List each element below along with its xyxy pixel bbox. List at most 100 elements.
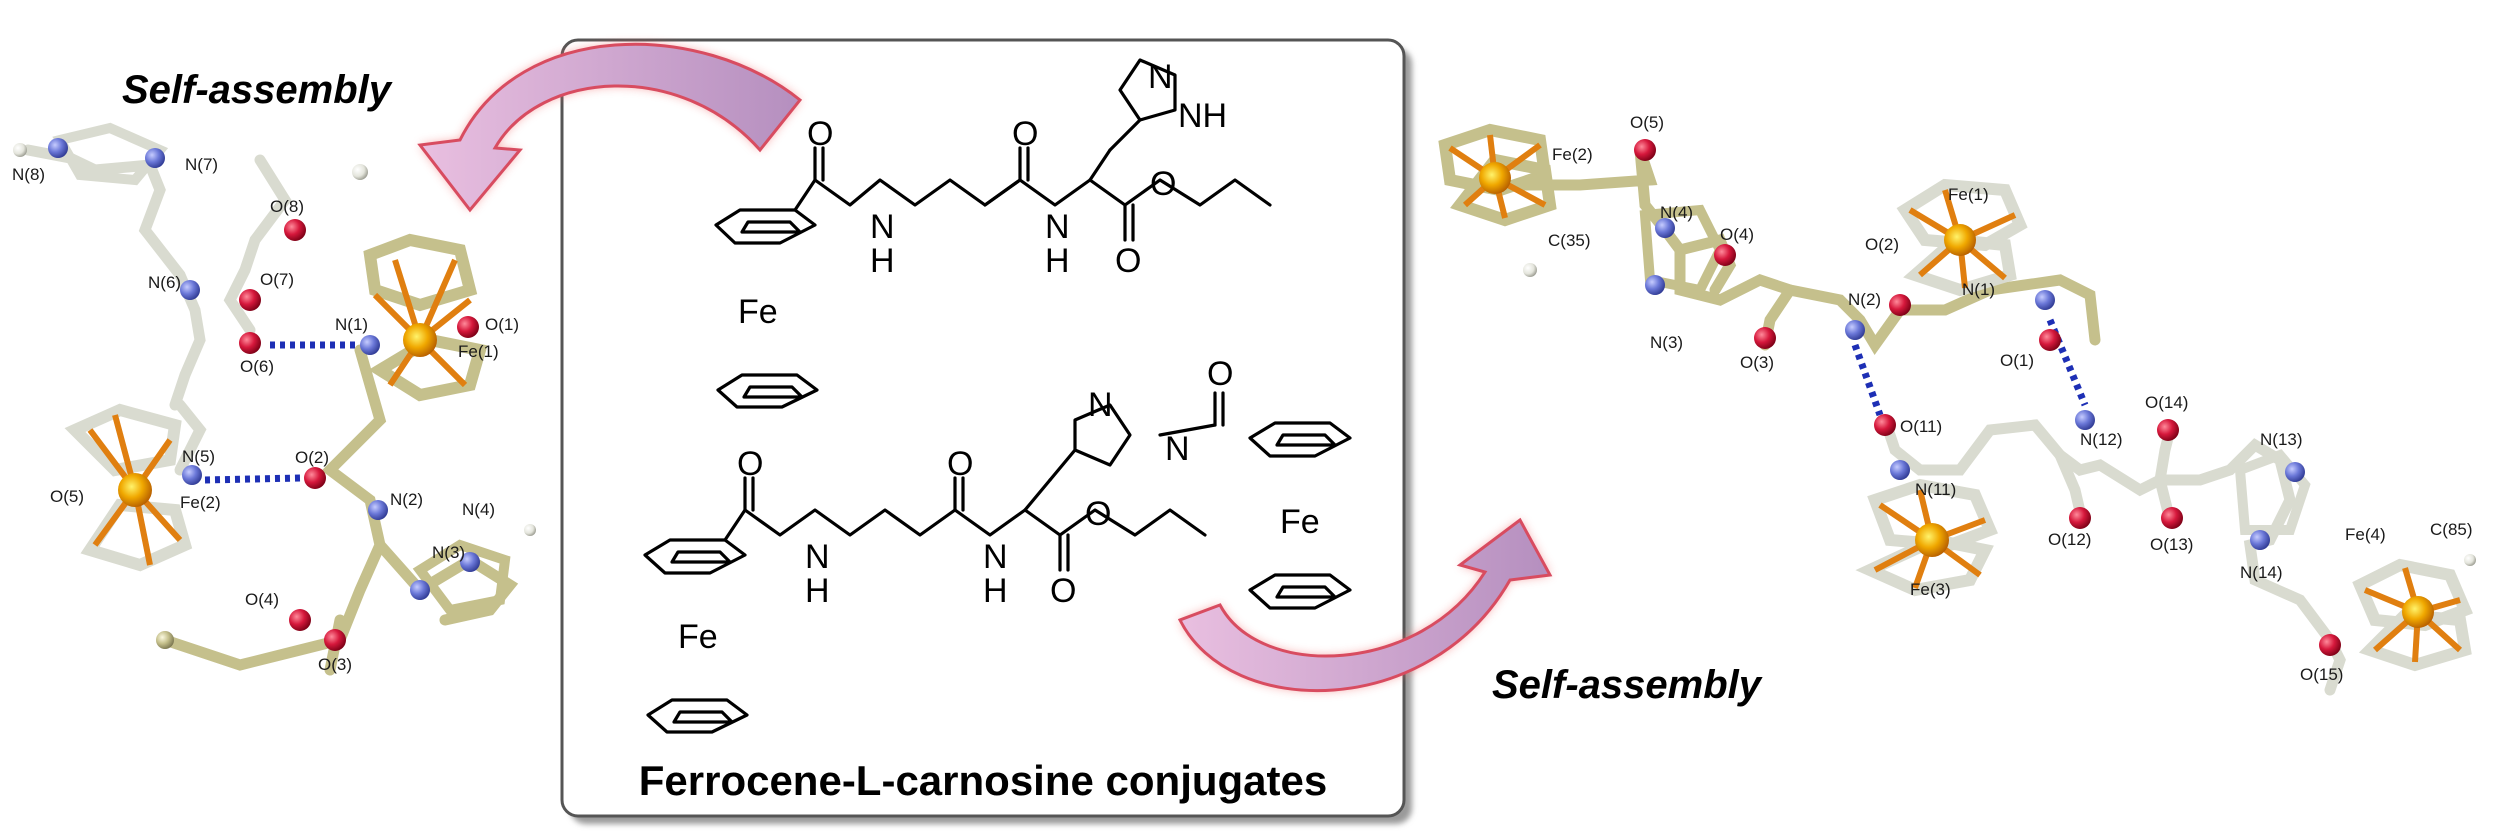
arrow-left-body: [417, 42, 803, 213]
o-label-2c: O: [1207, 355, 1233, 393]
right-label-fe3: Fe(3): [1910, 580, 1951, 599]
o-label-2e: O: [1085, 495, 1111, 533]
right-label-n3: N(3): [1650, 333, 1683, 352]
h-label-2b: H: [983, 572, 1008, 610]
left-label-n6: N(6): [148, 273, 181, 292]
right-labels: O(5) Fe(2) N(4) O(4) C(35) N(3) O(3) N(2…: [1548, 113, 2473, 684]
cp-ring-bottom-1-inner: [742, 385, 804, 399]
right-structure: O(5) Fe(2) N(4) O(4) C(35) N(3) O(3) N(2…: [1438, 113, 2476, 696]
right-label-n14: N(14): [2240, 563, 2283, 582]
imidazole-1: [1108, 58, 1177, 152]
right-imidazole-2: [2234, 449, 2311, 535]
n-label-2d: N: [1165, 430, 1190, 468]
right-fc3-ring-1: [1867, 478, 1998, 552]
right-atoms: [1523, 139, 2476, 656]
left-fc2-ring-top: [64, 403, 182, 477]
imidazole-2: [1048, 403, 1132, 482]
left-atoms: [13, 138, 536, 651]
o-label-1b: O: [1012, 115, 1038, 153]
right-label-n4: N(4): [1660, 203, 1693, 222]
left-structure: N(8) N(7) O(8) N(6) O(7) O(6) N(1) O(1) …: [12, 122, 536, 676]
left-imidazole-bottom: [412, 539, 511, 616]
h-label-2a: H: [805, 572, 830, 610]
o-label-2d: O: [1050, 572, 1076, 610]
left-stick-1: [22, 144, 206, 411]
right-label-n13: N(13): [2260, 430, 2303, 449]
cp-ring-bottom-3: [1248, 573, 1352, 610]
o-label-2a: O: [737, 445, 763, 483]
fe-label-3: Fe: [1280, 503, 1320, 541]
right-label-o5: O(5): [1630, 113, 1664, 132]
left-stick-3: [159, 344, 387, 671]
right-label-o4: O(4): [1720, 225, 1754, 244]
left-fe1-atom: [403, 323, 437, 357]
h-label-1b: H: [1045, 242, 1070, 280]
nh-label-1: NH: [1178, 97, 1227, 135]
right-ferrocene-4: [2352, 558, 2473, 672]
left-label-o5: O(5): [50, 487, 84, 506]
right-label-o12: O(12): [2048, 530, 2091, 549]
left-ferrocene-1: [363, 233, 488, 402]
right-fc4-ring-2: [2358, 608, 2472, 672]
left-hbond-2: [204, 474, 301, 484]
ester-1: [1088, 178, 1272, 207]
right-label-n1: N(1): [1962, 280, 1995, 299]
left-label-n4: N(4): [462, 500, 495, 519]
right-hbond-1: [1851, 343, 1884, 417]
left-label-fe1: Fe(1): [458, 342, 499, 361]
right-fe4-atom: [2402, 596, 2434, 628]
cp-ring-bottom-1: [716, 373, 819, 409]
left-label-n1: N(1): [335, 315, 368, 334]
n-label-2b: N: [983, 538, 1008, 576]
right-label-o14: O(14): [2145, 393, 2188, 412]
n-label-1c: N: [1148, 58, 1173, 96]
right-fe1-atom: [1944, 224, 1976, 256]
center-panel: Fe O N H O N H N NH O O: [560, 38, 1412, 824]
left-labels: N(8) N(7) O(8) N(6) O(7) O(6) N(1) O(1) …: [12, 155, 519, 674]
right-fe3-atom: [1915, 523, 1949, 557]
left-label-o3: O(3): [318, 655, 352, 674]
right-ferrocene-2: [1438, 123, 1557, 227]
cp-ring-bottom-3-inner: [1275, 585, 1337, 599]
left-label-n8: N(8): [12, 165, 45, 184]
left-label-o4: O(4): [245, 590, 279, 609]
o-label-1a: O: [807, 115, 833, 153]
ester-2: [1023, 508, 1207, 537]
left-label-o6: O(6): [240, 357, 274, 376]
left-ferrocene-2: [64, 403, 193, 572]
cp-ring-top-2-inner: [670, 550, 732, 564]
right-label-c85: C(85): [2430, 520, 2473, 539]
cp-ring-top-2: [643, 538, 747, 575]
right-label-fe1: Fe(1): [1948, 185, 1989, 204]
arrow-right-body: [1177, 517, 1553, 693]
molecule-1: Fe O N H O N H N NH O O: [714, 58, 1272, 409]
left-label-o7: O(7): [260, 270, 294, 289]
chain-2: [723, 508, 1027, 542]
cp-ring-top-1-inner: [740, 220, 802, 234]
right-label-n2: N(2): [1848, 290, 1881, 309]
heading-left: Self-assembly: [122, 68, 393, 112]
o-label-1c: O: [1115, 242, 1141, 280]
cp-ring-top-3-inner: [1275, 433, 1337, 447]
panel-title: Ferrocene-L-carnosine conjugates: [639, 757, 1328, 804]
left-label-n2: N(2): [390, 490, 423, 509]
right-ferrocene-3: [1855, 478, 1998, 597]
right-ferrocene-1: [1896, 178, 2028, 297]
bz-bond: [1158, 423, 1217, 437]
n-label-1b: N: [1045, 208, 1070, 246]
right-label-o13: O(13): [2150, 535, 2193, 554]
right-label-c35: C(35): [1548, 231, 1591, 250]
right-label-n12: N(12): [2080, 430, 2123, 449]
right-label-o11: O(11): [1900, 417, 1942, 436]
left-imidazole-top: [52, 122, 169, 186]
o-label-2b: O: [947, 445, 973, 483]
n-label-1a: N: [870, 208, 895, 246]
left-label-o2: O(2): [295, 448, 329, 467]
heading-right: Self-assembly: [1492, 663, 1763, 707]
left-label-o8: O(8): [270, 197, 304, 216]
right-label-fe4: Fe(4): [2345, 525, 2386, 544]
fe-label-2: Fe: [678, 618, 718, 656]
left-label-n3: N(3): [432, 543, 465, 562]
right-fe2-atom: [1479, 162, 1511, 194]
